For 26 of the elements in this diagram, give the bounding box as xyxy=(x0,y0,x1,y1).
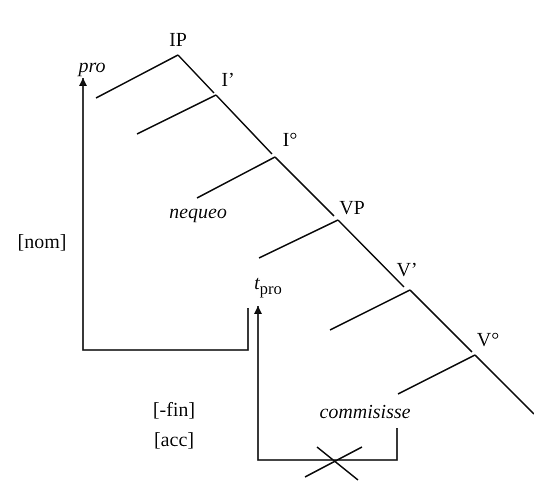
edge-label: [-fin] [acc] xyxy=(152,398,196,453)
phrase-label: I° xyxy=(282,129,298,151)
tree-branch xyxy=(274,156,335,217)
word-label: commisisse xyxy=(319,401,411,423)
tree-branch xyxy=(337,219,405,288)
tree-branch xyxy=(96,54,178,99)
tree-branch xyxy=(409,289,473,353)
tree-branch xyxy=(215,94,273,155)
word-label: pro xyxy=(78,55,106,77)
tree-branch xyxy=(474,354,534,415)
tree-branch xyxy=(398,354,476,395)
tree-branch xyxy=(177,54,215,94)
trace-label: t$_{pro}$ xyxy=(254,272,282,298)
tree-branch xyxy=(136,94,216,135)
phrase-label: VP xyxy=(339,197,365,219)
movement-arrow xyxy=(254,306,398,461)
movement-arrow xyxy=(79,78,249,351)
tree-branch xyxy=(196,156,276,199)
phrase-label: IP xyxy=(169,29,187,51)
tree-branch xyxy=(330,289,410,331)
edge-label: [nom] xyxy=(18,230,66,255)
word-label: nequeo xyxy=(169,201,227,223)
phrase-label: V° xyxy=(476,329,500,351)
tree-branch xyxy=(258,219,338,259)
phrase-label: V’ xyxy=(396,259,418,281)
phrase-label: I’ xyxy=(221,69,235,91)
